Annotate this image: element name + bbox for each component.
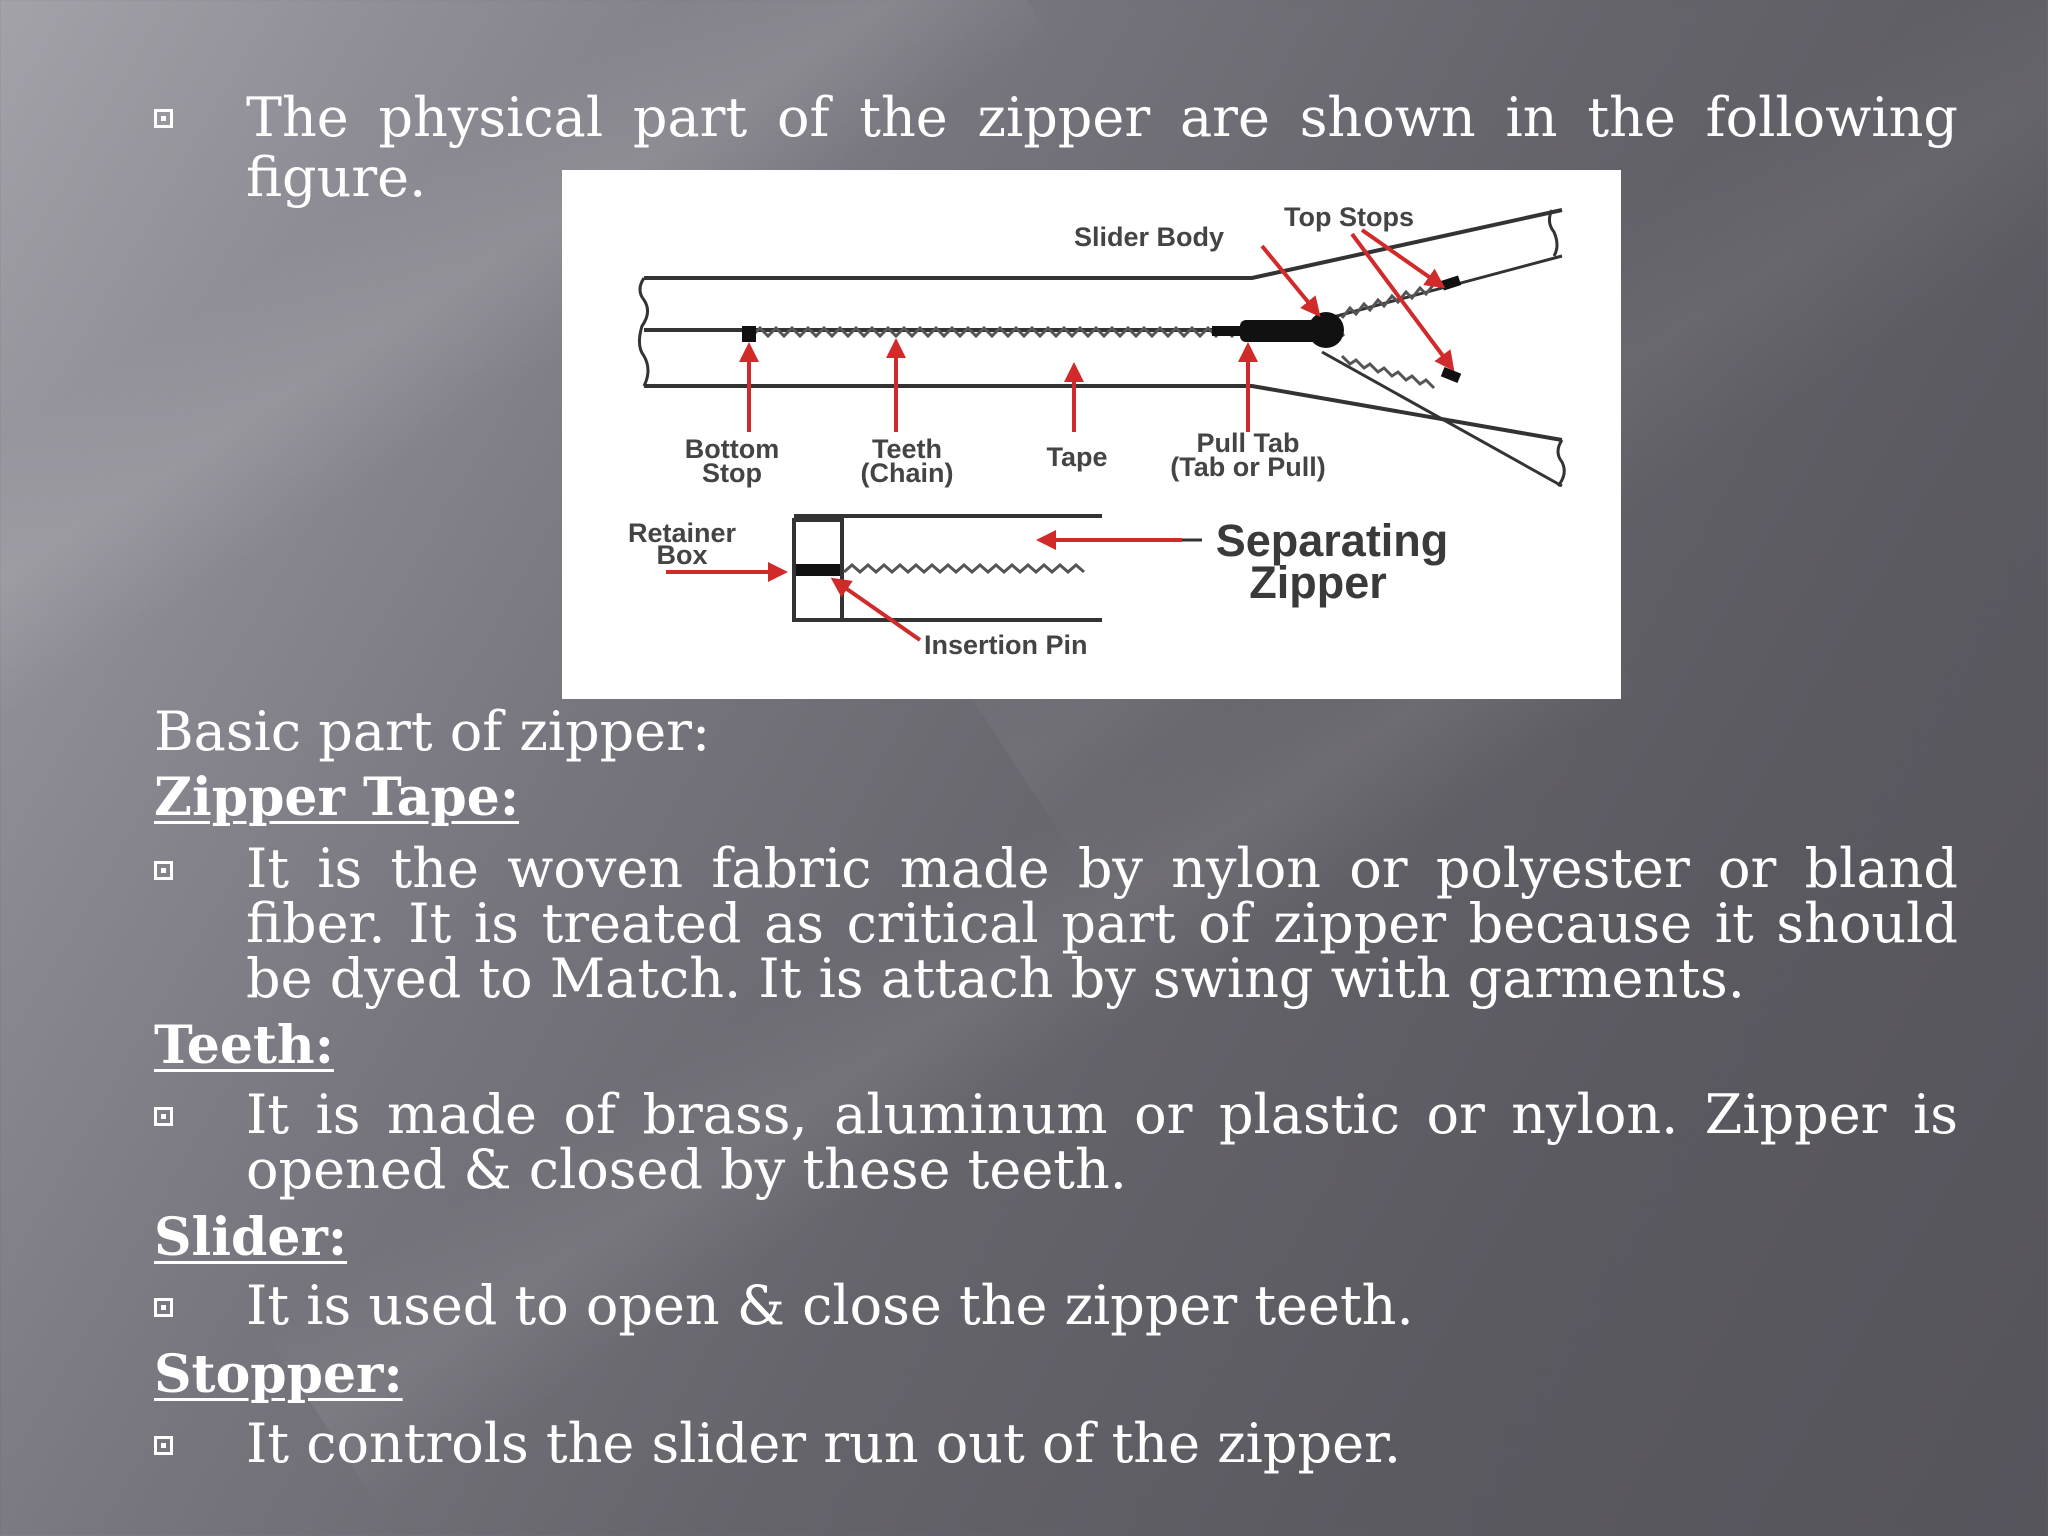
section-heading-teeth: Teeth: <box>154 1015 334 1076</box>
tape-bottom-right-edge <box>1556 439 1566 487</box>
zipper-tape-bottom <box>644 384 1563 442</box>
label-retainer-box-2: Box <box>656 540 707 570</box>
tape-top-right-edge <box>1547 209 1559 257</box>
label-bottom-stop-1: Bottom <box>685 434 779 464</box>
teeth-bullet: It is made of brass, aluminum or plastic… <box>154 1087 1958 1197</box>
separating-teeth <box>843 563 1085 574</box>
zipper-tape-top <box>644 208 1563 280</box>
section-heading-stopper: Stopper: <box>154 1344 403 1405</box>
bottom-stop <box>742 326 756 342</box>
teeth-text: It is made of brass, aluminum or plastic… <box>246 1083 1958 1201</box>
label-separating: Separating <box>1216 515 1449 566</box>
label-bottom-stop-2: Stop <box>702 458 762 488</box>
zipper-tape-text: It is the woven fabric made by nylon or … <box>246 837 1958 1010</box>
square-bullet-icon <box>154 1436 173 1455</box>
slider-body <box>1240 320 1320 342</box>
label-teeth-2: (Chain) <box>861 458 954 488</box>
intro-bullet: The physical part of the zipper are show… <box>154 88 1958 208</box>
zipper-tape-bullet: It is the woven fabric made by nylon or … <box>154 841 1958 1006</box>
top-stop-upper <box>1440 275 1462 291</box>
label-teeth-1: Teeth <box>872 434 942 464</box>
zipper-diagram-svg: Slider Body Top Stops Bottom Stop Teeth … <box>628 202 1566 660</box>
intro-text: The physical part of the zipper are show… <box>246 86 1958 209</box>
tape-left-edge <box>637 277 650 387</box>
insertion-pin <box>796 564 840 576</box>
square-bullet-icon <box>154 1107 173 1126</box>
arrow-insertion-pin <box>830 577 922 642</box>
label-top-stops: Top Stops <box>1284 202 1414 232</box>
arrow-top-stop-upper <box>1360 228 1446 289</box>
section-heading-slider: Slider: <box>154 1207 348 1268</box>
label-retainer-box-1: Retainer <box>628 518 737 548</box>
square-bullet-icon <box>154 861 173 880</box>
top-stop-lower <box>1440 366 1462 384</box>
arrow-slider-body <box>1260 244 1321 318</box>
retainer-box <box>792 518 844 622</box>
slider-text: It is used to open & close the zipper te… <box>246 1274 1414 1337</box>
label-insertion-pin: Insertion Pin <box>924 630 1088 660</box>
lower-teeth-branch <box>1340 354 1436 390</box>
arrow-top-stop-lower <box>1350 232 1455 372</box>
basic-parts-heading: Basic part of zipper: <box>154 700 711 763</box>
label-slider-body: Slider Body <box>1074 222 1224 252</box>
slider-bullet: It is used to open & close the zipper te… <box>154 1278 1958 1333</box>
section-heading-zipper-tape: Zipper Tape: <box>154 767 520 828</box>
tape-lower-branch <box>1321 350 1563 488</box>
zipper-diagram: Slider Body Top Stops Bottom Stop Teeth … <box>562 170 1621 699</box>
label-pull-tab-1: Pull Tab <box>1196 428 1299 458</box>
square-bullet-icon <box>154 1298 173 1317</box>
pull-tab <box>1212 326 1242 336</box>
label-pull-tab-2: (Tab or Pull) <box>1170 452 1326 482</box>
upper-teeth-branch <box>1340 283 1436 319</box>
stopper-bullet: It controls the slider run out of the zi… <box>154 1416 1958 1471</box>
stopper-text: It controls the slider run out of the zi… <box>246 1412 1402 1475</box>
slider-head <box>1308 312 1344 348</box>
square-bullet-icon <box>154 109 173 128</box>
label-zipper: Zipper <box>1249 557 1387 608</box>
label-tape: Tape <box>1046 442 1107 472</box>
